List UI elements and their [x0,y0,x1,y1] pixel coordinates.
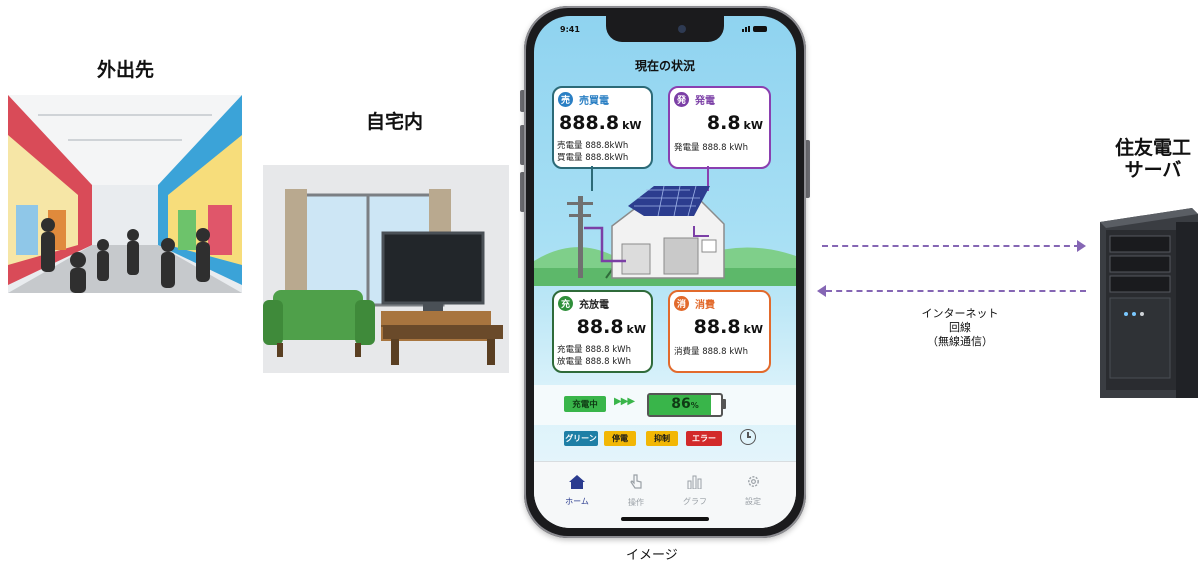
tab-home[interactable]: ホーム [557,474,597,507]
home-label: 自宅内 [366,111,424,133]
battery-discharge-amount: 放電量 888.8 kWh [557,357,631,367]
phone-notch [606,16,724,42]
tab-graph-label: グラフ [683,497,707,506]
gear-icon [747,476,759,487]
consumption-unit: kW [743,323,763,336]
charging-status-badge: 充電中 [564,396,606,412]
shopping-arcade-illustration [8,95,242,293]
battery-level-fill [649,395,711,415]
status-time: 9:41 [560,25,580,34]
tab-graph[interactable]: グラフ [675,474,715,507]
battery-percent-text: 86% [649,396,721,412]
trade-buy-amount: 買電量 888.8kWh [557,153,629,163]
generation-title: 発電 [695,96,715,107]
server-illustration [1096,208,1198,398]
generation-badge: 発 [674,92,689,107]
mode-tag-outage: 停電 [604,431,636,446]
server-label: 住友電工 サーバ [1108,137,1198,181]
house-illustration [534,166,796,286]
download-arrow [826,290,1086,292]
battery-badge: 充 [558,296,573,311]
battery-title: 充放電 [579,300,609,311]
battery-value: 88.8 [576,316,624,338]
trade-badge: 売 [558,92,573,107]
tab-home-label: ホーム [565,497,589,506]
tab-operation-label: 操作 [628,498,644,507]
screen-title: 現在の状況 [634,59,695,73]
tab-settings[interactable]: 設定 [733,474,773,507]
network-label: インターネット 回線 （無線通信） [900,307,1020,349]
tab-settings-label: 設定 [745,497,761,506]
clock-icon[interactable] [740,429,756,445]
battery-level-gauge: 86% [647,393,723,417]
battery-percent-value: 86 [671,396,691,412]
image-caption: イメージ [626,548,678,563]
battery-gauge-tip [722,399,726,409]
trade-sell-amount: 売電量 888.8kWh [557,141,629,151]
consumption-title: 消費 [695,300,715,311]
consumption-badge: 消 [674,296,689,311]
battery-percent-sign: % [690,401,699,410]
consumption-value: 88.8 [693,316,741,338]
phone-side-button [520,172,525,212]
server-label-line2: サーバ [1124,159,1182,181]
battery-unit: kW [626,323,646,336]
status-icons [742,26,767,32]
bar-graph-icon [687,475,702,490]
mode-tag-error: エラー [686,431,722,446]
upload-arrow [822,245,1080,247]
network-label-line2: 回線 [949,321,971,334]
trade-unit: kW [622,119,642,132]
phone-side-button [520,90,525,112]
outside-label: 外出先 [97,59,155,81]
living-room-illustration [263,165,509,373]
generation-unit: kW [743,119,763,132]
battery-icon [753,26,767,32]
trade-title: 売買電 [579,96,609,107]
trade-value: 888.8 [559,112,620,134]
consumption-amount: 消費量 888.8 kWh [674,347,748,357]
charging-arrows: ▶▶▶ [614,396,635,407]
generation-value: 8.8 [706,112,741,134]
home-indicator [621,517,709,521]
download-arrow-head [817,285,826,297]
server-label-line1: 住友電工 [1114,137,1191,159]
pointer-icon [630,474,642,489]
signal-icon [742,26,750,32]
upload-arrow-head [1077,240,1086,252]
network-label-line3: （無線通信） [927,335,993,348]
mode-tag-suppression: 抑制 [646,431,678,446]
bottom-tab-bar: ホーム 操作 グラフ 設定 [534,461,796,528]
battery-charge-amount: 充電量 888.8 kWh [557,345,631,355]
generation-amount: 発電量 888.8 kWh [674,143,748,153]
home-icon [569,475,585,489]
mode-tag-green: グリーン [564,431,598,446]
phone-side-button [520,125,525,165]
network-label-line1: インターネット [921,307,999,320]
phone-side-button [805,140,810,198]
tab-operation[interactable]: 操作 [616,474,656,508]
